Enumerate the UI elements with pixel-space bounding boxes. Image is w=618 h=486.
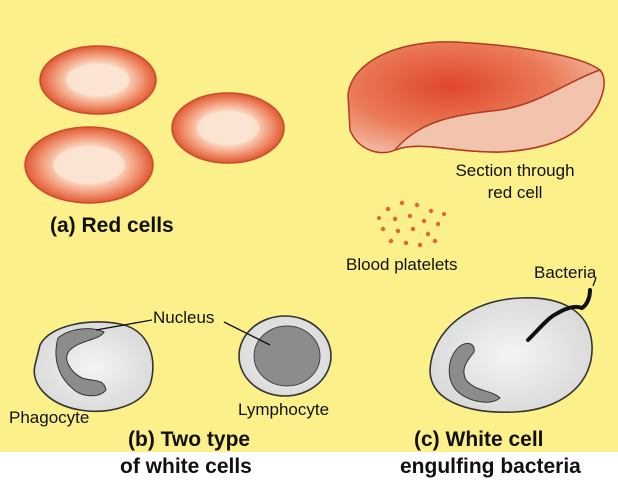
red-cell-section [348, 42, 604, 153]
label-lymphocyte: Lymphocyte [238, 400, 329, 420]
label-white-cell-line1: (c) White cell [414, 428, 544, 452]
lymphocyte-cell [239, 316, 331, 396]
label-section-through-red-cell: Section through red cell [430, 160, 600, 204]
label-two-type-line1: (b) Two type [128, 428, 250, 452]
label-blood-platelets: Blood platelets [346, 255, 458, 275]
label-bacteria: Bacteria [534, 263, 596, 283]
red-cell-top-left [40, 46, 156, 114]
label-red-cells: (a) Red cells [50, 214, 174, 238]
phagocyte-cell [34, 322, 153, 411]
red-cell-right [172, 93, 284, 163]
label-nucleus: Nucleus [153, 308, 214, 328]
red-cell-bottom-left [25, 127, 153, 203]
label-two-type-line2: of white cells [120, 455, 252, 479]
label-phagocyte: Phagocyte [9, 408, 89, 428]
lymphocyte-nucleus [254, 326, 320, 386]
label-white-cell-line2: engulfing bacteria [400, 455, 581, 479]
